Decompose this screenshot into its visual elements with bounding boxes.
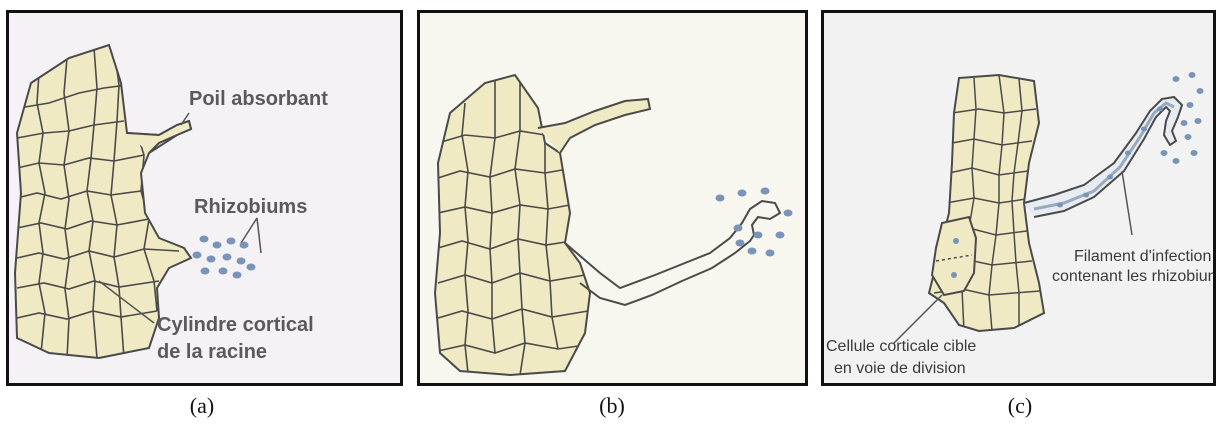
curling-root-hair bbox=[565, 201, 780, 305]
caption-c: (c) bbox=[990, 393, 1050, 419]
nucleus-bottom bbox=[951, 272, 957, 278]
root-hair-short bbox=[538, 99, 650, 153]
panel-a: Poil absorbant Rhizobiums Cylindre corti… bbox=[6, 10, 403, 386]
root-tissue bbox=[435, 75, 590, 375]
cortex-label-line2: de la racine bbox=[157, 341, 267, 363]
panel-b bbox=[417, 10, 808, 386]
target-label-line1: Cellule corticale cible bbox=[826, 338, 976, 355]
target-cortical-cell bbox=[932, 217, 976, 295]
target-pointer bbox=[894, 295, 942, 343]
infection-pointer bbox=[1122, 171, 1132, 235]
root-hair-label: Poil absorbant bbox=[189, 88, 328, 110]
rhizobia-cluster bbox=[193, 236, 256, 279]
panel-c-diagram: Filament d'infection contenant les rhizo… bbox=[824, 13, 1213, 383]
panel-a-diagram: Poil absorbant Rhizobiums Cylindre corti… bbox=[9, 13, 400, 383]
root-tissue bbox=[15, 45, 191, 358]
infection-thread-hair bbox=[1024, 97, 1182, 217]
infection-label-line2: contenant les rhizobiums bbox=[1052, 268, 1213, 285]
cortex-label-line1: Cylindre cortical bbox=[157, 314, 314, 336]
caption-a: (a) bbox=[172, 393, 232, 419]
caption-b: (b) bbox=[582, 393, 642, 419]
panel-b-diagram bbox=[420, 13, 805, 383]
panel-c: Filament d'infection contenant les rhizo… bbox=[821, 10, 1216, 386]
target-label-line2: en voie de division bbox=[834, 360, 966, 377]
rhizobia-label: Rhizobiums bbox=[194, 196, 307, 218]
infection-label-line1: Filament d'infection bbox=[1074, 248, 1211, 265]
nucleus-top bbox=[953, 238, 959, 244]
